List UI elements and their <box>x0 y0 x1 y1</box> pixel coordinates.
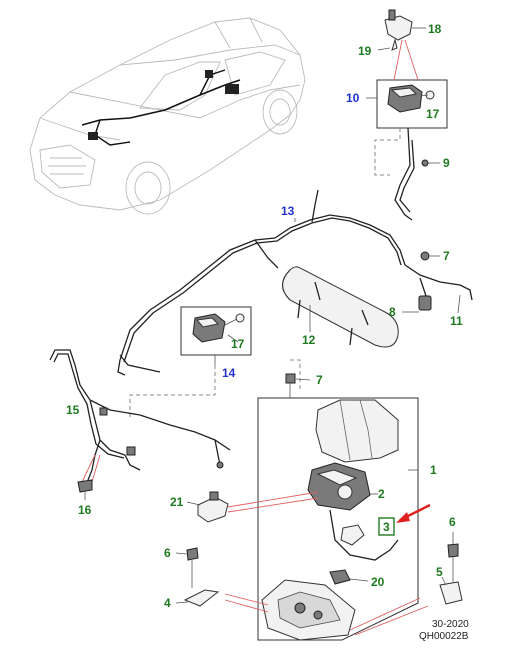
callout-14: 14 <box>222 366 236 380</box>
air-reservoir-12 <box>282 266 399 348</box>
callout-11: 11 <box>450 314 463 328</box>
connector-8 <box>402 295 432 313</box>
callout-17-upper: 17 <box>426 107 440 121</box>
bracket-4 <box>175 589 220 607</box>
bracket-assembly-18 <box>377 9 426 51</box>
callout-6-left: 6 <box>164 546 171 560</box>
pipe-9 <box>394 127 440 221</box>
callout-1: 1 <box>430 463 437 477</box>
footer-date: 30-2020 <box>432 619 469 630</box>
callout-12: 12 <box>302 333 316 347</box>
callout-4: 4 <box>164 596 171 610</box>
callout-19: 19 <box>358 44 372 58</box>
callout-3: 3 <box>383 520 390 534</box>
callout-2: 2 <box>378 487 385 501</box>
callout-16: 16 <box>78 503 92 517</box>
pipe-11 <box>404 264 473 314</box>
dashed-link-main <box>290 359 301 390</box>
callout-13: 13 <box>281 204 295 218</box>
callout-5: 5 <box>436 565 443 579</box>
fitting-7-upper <box>420 251 440 261</box>
air-line-13 <box>117 189 406 376</box>
callout-6-right: 6 <box>449 515 456 529</box>
grommet-16 <box>77 479 93 500</box>
callout-18: 18 <box>428 22 442 36</box>
callout-20: 20 <box>371 575 385 589</box>
dashed-link-14 <box>129 365 216 420</box>
solenoid-21 <box>186 491 229 523</box>
harness-15 <box>49 349 231 483</box>
vehicle-illustration <box>29 17 306 215</box>
clip-6-right <box>447 532 459 582</box>
bracket-5 <box>439 576 463 605</box>
callout-7-upper: 7 <box>443 249 450 263</box>
callout-15: 15 <box>66 403 80 417</box>
callout-9: 9 <box>443 156 450 170</box>
fitting-7-lower <box>285 373 311 398</box>
dashed-link-10 <box>374 128 401 176</box>
valve-block-box-10 <box>366 39 448 129</box>
callout-21: 21 <box>170 495 184 509</box>
callout-10: 10 <box>346 91 360 105</box>
footer-code: QH00022B <box>419 631 469 642</box>
callout-7-lower: 7 <box>316 373 323 387</box>
compressor-box-1 <box>224 397 429 641</box>
valve-box-14 <box>180 306 252 365</box>
callout-17-lower: 17 <box>231 337 245 351</box>
highlight-item-3 <box>378 503 431 536</box>
callout-8: 8 <box>389 305 396 319</box>
clip-6-left <box>175 547 199 588</box>
